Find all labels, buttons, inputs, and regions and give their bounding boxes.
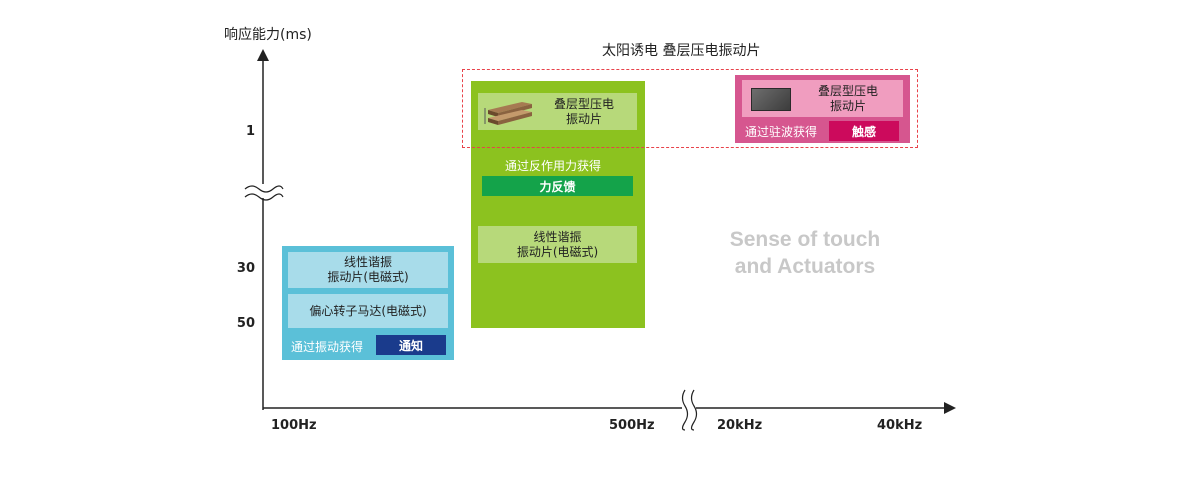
multilayer-piezo-item-green: 叠层型压电 振动片 [478,93,637,130]
force-feedback-badge: 力反馈 [482,176,633,196]
tactile-panel: 叠层型压电 振动片 通过驻波获得 触感 [735,75,910,143]
y-axis-title: 响应能力(ms) [224,27,312,43]
y-axis-break [244,185,284,193]
y-tick-1: 1 [245,124,255,139]
tactile-badge: 触感 [829,121,899,141]
x-tick-20khz: 20kHz [717,418,763,433]
multilayer-piezo-item-pink: 叠层型压电 振动片 [742,80,903,117]
eccentric-motor-item: 偏心转子马达(电磁式) [288,294,448,328]
vibration-caption: 通过振动获得 [291,340,364,354]
force-feedback-panel: 叠层型压电 振动片 通过反作用力获得 力反馈 线性谐振 振动片(电磁式) [471,81,645,328]
reaction-force-caption: 通过反作用力获得 [505,159,602,173]
taiyo-yuden-title: 太阳诱电 叠层压电振动片 [602,43,761,59]
multilayer-piezo-label-pink: 叠层型压电 振动片 [817,83,878,113]
notification-badge: 通知 [376,335,446,355]
multilayer-piezo-label-green: 叠层型压电 振动片 [553,96,614,126]
standing-wave-caption: 通过驻波获得 [745,125,818,139]
piezo-element-icon [484,102,532,125]
sense-of-touch-text: Sense of touch and Actuators [729,228,881,278]
linear-resonant-item: 线性谐振 振动片(电磁式) [288,252,448,288]
linear-resonant-item-green: 线性谐振 振动片(电磁式) [478,226,637,263]
piezo-chip-icon [751,88,791,111]
x-tick-40khz: 40kHz [877,418,923,433]
piezo-highlight-box [462,69,918,148]
x-axis-break [681,389,689,431]
y-tick-30: 30 [236,261,255,276]
x-tick-100hz: 100Hz [271,418,317,433]
x-tick-500hz: 500Hz [609,418,655,433]
y-tick-50: 50 [236,316,255,331]
electromagnetic-panel: 线性谐振 振动片(电磁式) 偏心转子马达(电磁式) 通过振动获得 通知 [282,246,454,360]
